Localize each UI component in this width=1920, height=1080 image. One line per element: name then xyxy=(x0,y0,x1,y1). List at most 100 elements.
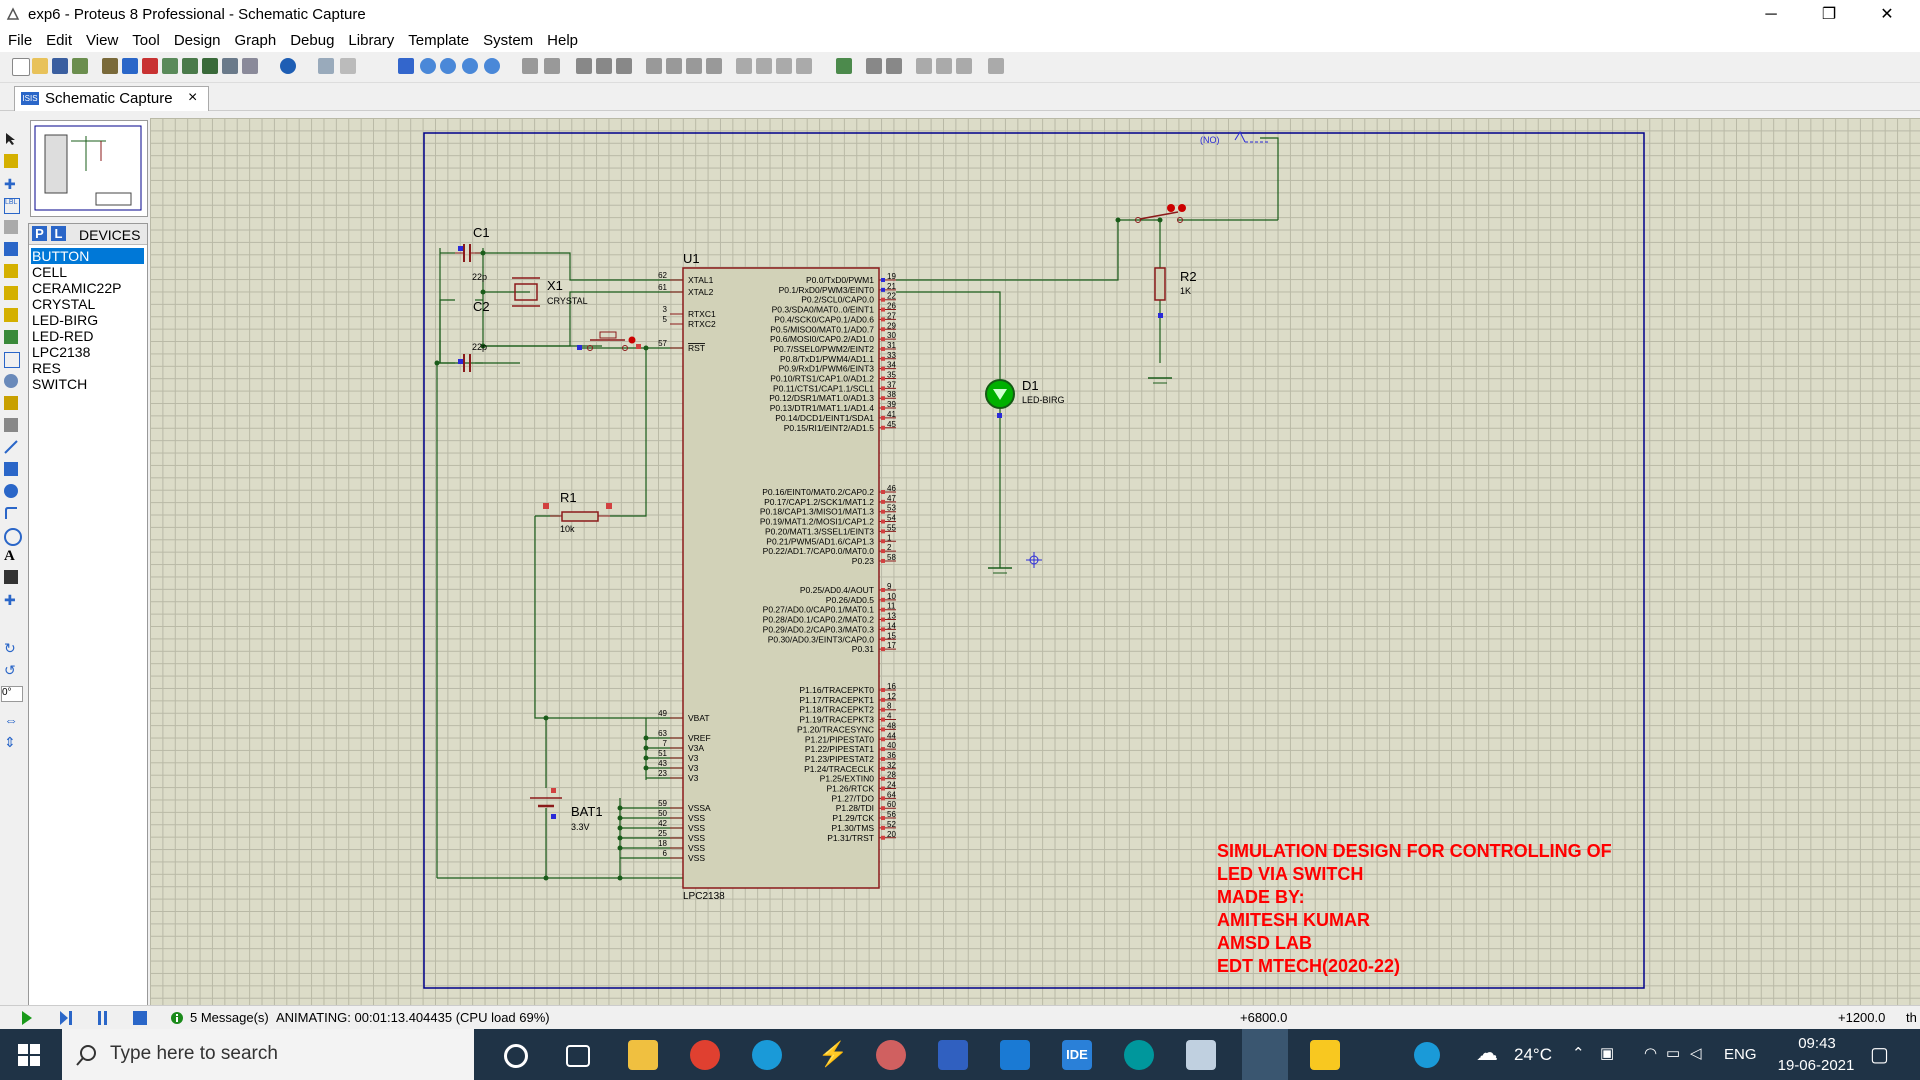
home-icon[interactable] xyxy=(102,58,118,74)
clock-date[interactable]: 19-06-2021 xyxy=(1777,1057,1855,1074)
pcb-layout-icon[interactable] xyxy=(142,58,158,74)
battery-icon[interactable]: ▭ xyxy=(1666,1045,1681,1062)
decompose-icon[interactable] xyxy=(796,58,812,74)
make-device-icon[interactable] xyxy=(756,58,772,74)
new-file-icon[interactable] xyxy=(12,58,30,76)
new-sheet-icon[interactable] xyxy=(916,58,932,74)
block-delete-icon[interactable] xyxy=(706,58,722,74)
stop-icon[interactable] xyxy=(132,1010,148,1026)
block-rotate-icon[interactable] xyxy=(686,58,702,74)
r1-resistor[interactable]: R1 10k xyxy=(543,490,612,534)
bom-icon[interactable] xyxy=(202,58,218,74)
messages-count[interactable]: 5 Message(s) xyxy=(190,1010,269,1025)
symbol-tool-icon[interactable] xyxy=(4,570,18,584)
step-icon[interactable] xyxy=(58,1010,74,1026)
task-view-icon[interactable] xyxy=(566,1045,590,1067)
line-tool-icon[interactable] xyxy=(4,440,18,454)
text-tool-icon[interactable]: A xyxy=(4,548,15,564)
reset-button-component[interactable] xyxy=(577,331,641,351)
menu-library[interactable]: Library xyxy=(348,32,395,49)
volume-icon[interactable]: ◁ xyxy=(1690,1045,1702,1062)
menu-graph[interactable]: Graph xyxy=(234,32,277,49)
generator-icon[interactable] xyxy=(4,374,18,388)
rotate-anticlockwise-icon[interactable]: ↺ xyxy=(4,662,16,678)
notifications-icon[interactable]: ▢ xyxy=(1870,1044,1889,1066)
search-tag-icon[interactable] xyxy=(866,58,882,74)
probe-icon[interactable] xyxy=(4,396,18,410)
toggle-switch-component[interactable]: (NO) xyxy=(1135,130,1271,223)
chrome-icon[interactable] xyxy=(690,1040,720,1070)
paste-icon[interactable] xyxy=(616,58,632,74)
package-tool-icon[interactable] xyxy=(776,58,792,74)
origin-icon[interactable] xyxy=(398,58,414,74)
play-icon[interactable] xyxy=(20,1010,34,1026)
device-item-lpc2138[interactable]: LPC2138 xyxy=(32,344,91,360)
terminals-icon[interactable] xyxy=(4,286,18,300)
cortana-icon[interactable] xyxy=(504,1044,528,1068)
menu-system[interactable]: System xyxy=(483,32,534,49)
vivado-icon[interactable] xyxy=(938,1040,968,1070)
minimize-button[interactable]: ─ xyxy=(1765,6,1777,23)
file-explorer-icon[interactable] xyxy=(628,1040,658,1070)
wire-autorouter-icon[interactable] xyxy=(836,58,852,74)
ide-app-icon[interactable]: IDE xyxy=(1062,1040,1092,1070)
tape-recorder-icon[interactable] xyxy=(4,352,20,368)
undo-icon[interactable] xyxy=(522,58,538,74)
wifi-icon[interactable]: ◠ xyxy=(1644,1045,1658,1062)
marker-tool-icon[interactable]: ✚ xyxy=(4,592,16,608)
device-item-led-red[interactable]: LED-RED xyxy=(32,328,94,344)
junction-dot-icon[interactable]: ✚ xyxy=(4,176,16,192)
schematic-icon[interactable] xyxy=(122,58,138,74)
remove-sheet-icon[interactable] xyxy=(936,58,952,74)
menu-edit[interactable]: Edit xyxy=(46,32,73,49)
tab-close-icon[interactable]: × xyxy=(188,89,198,106)
arc-tool-icon[interactable] xyxy=(4,506,18,520)
component-mode-icon[interactable] xyxy=(4,154,18,168)
subcircuit-icon[interactable] xyxy=(4,264,18,278)
exit-to-parent-icon[interactable] xyxy=(956,58,972,74)
zoom-area-icon[interactable] xyxy=(484,58,500,74)
help-taskbar-icon[interactable] xyxy=(1414,1042,1440,1068)
keil-icon[interactable]: ⚡ xyxy=(818,1041,848,1068)
mirror-x-icon[interactable]: ⇔ xyxy=(4,712,18,728)
proteus-taskbar-icon[interactable] xyxy=(1242,1029,1288,1080)
redo-icon[interactable] xyxy=(544,58,560,74)
tab-schematic-capture[interactable]: ISIS Schematic Capture × xyxy=(14,86,209,111)
refresh-icon[interactable] xyxy=(318,58,334,74)
vscode-icon[interactable] xyxy=(1000,1040,1030,1070)
device-item-switch[interactable]: SWITCH xyxy=(32,376,88,392)
maximize-button[interactable]: ❐ xyxy=(1821,6,1837,23)
menu-tool[interactable]: Tool xyxy=(132,32,160,49)
c2-capacitor[interactable]: C2 22p xyxy=(458,299,490,372)
taskbar-search-box[interactable]: Type here to search xyxy=(62,1029,474,1080)
close-button[interactable]: ✕ xyxy=(1880,6,1894,23)
netlist-icon[interactable] xyxy=(988,58,1004,74)
info-icon[interactable] xyxy=(170,1011,184,1025)
block-copy-icon[interactable] xyxy=(646,58,662,74)
buses-icon[interactable] xyxy=(4,242,18,256)
rotate-clockwise-icon[interactable]: ↻ xyxy=(4,640,16,656)
path-tool-icon[interactable] xyxy=(4,528,22,546)
zoom-all-icon[interactable] xyxy=(462,58,478,74)
overview-window[interactable] xyxy=(30,120,148,217)
device-item-button[interactable]: BUTTON xyxy=(31,248,144,264)
device-pins-icon[interactable] xyxy=(4,308,18,322)
device-item-cell[interactable]: CELL xyxy=(32,264,68,280)
device-item-res[interactable]: RES xyxy=(32,360,61,376)
r2-resistor[interactable]: R2 1K xyxy=(1148,267,1197,384)
weather-icon[interactable]: ☁ xyxy=(1476,1040,1498,1065)
menu-help[interactable]: Help xyxy=(547,32,579,49)
save-icon[interactable] xyxy=(52,58,68,74)
wire-label-icon[interactable]: LBL xyxy=(4,198,20,214)
cut-icon[interactable] xyxy=(576,58,592,74)
windows-start-icon[interactable] xyxy=(18,1044,40,1066)
open-folder-icon[interactable] xyxy=(32,58,48,74)
device-item-ceramic22p[interactable]: CERAMIC22P xyxy=(32,280,122,296)
graph-mode-icon[interactable] xyxy=(4,330,18,344)
snipping-tool-icon[interactable] xyxy=(1186,1040,1216,1070)
mirror-y-icon[interactable]: ⇕ xyxy=(4,734,16,750)
menu-template[interactable]: Template xyxy=(408,32,470,49)
flash-magic-icon[interactable] xyxy=(876,1040,906,1070)
